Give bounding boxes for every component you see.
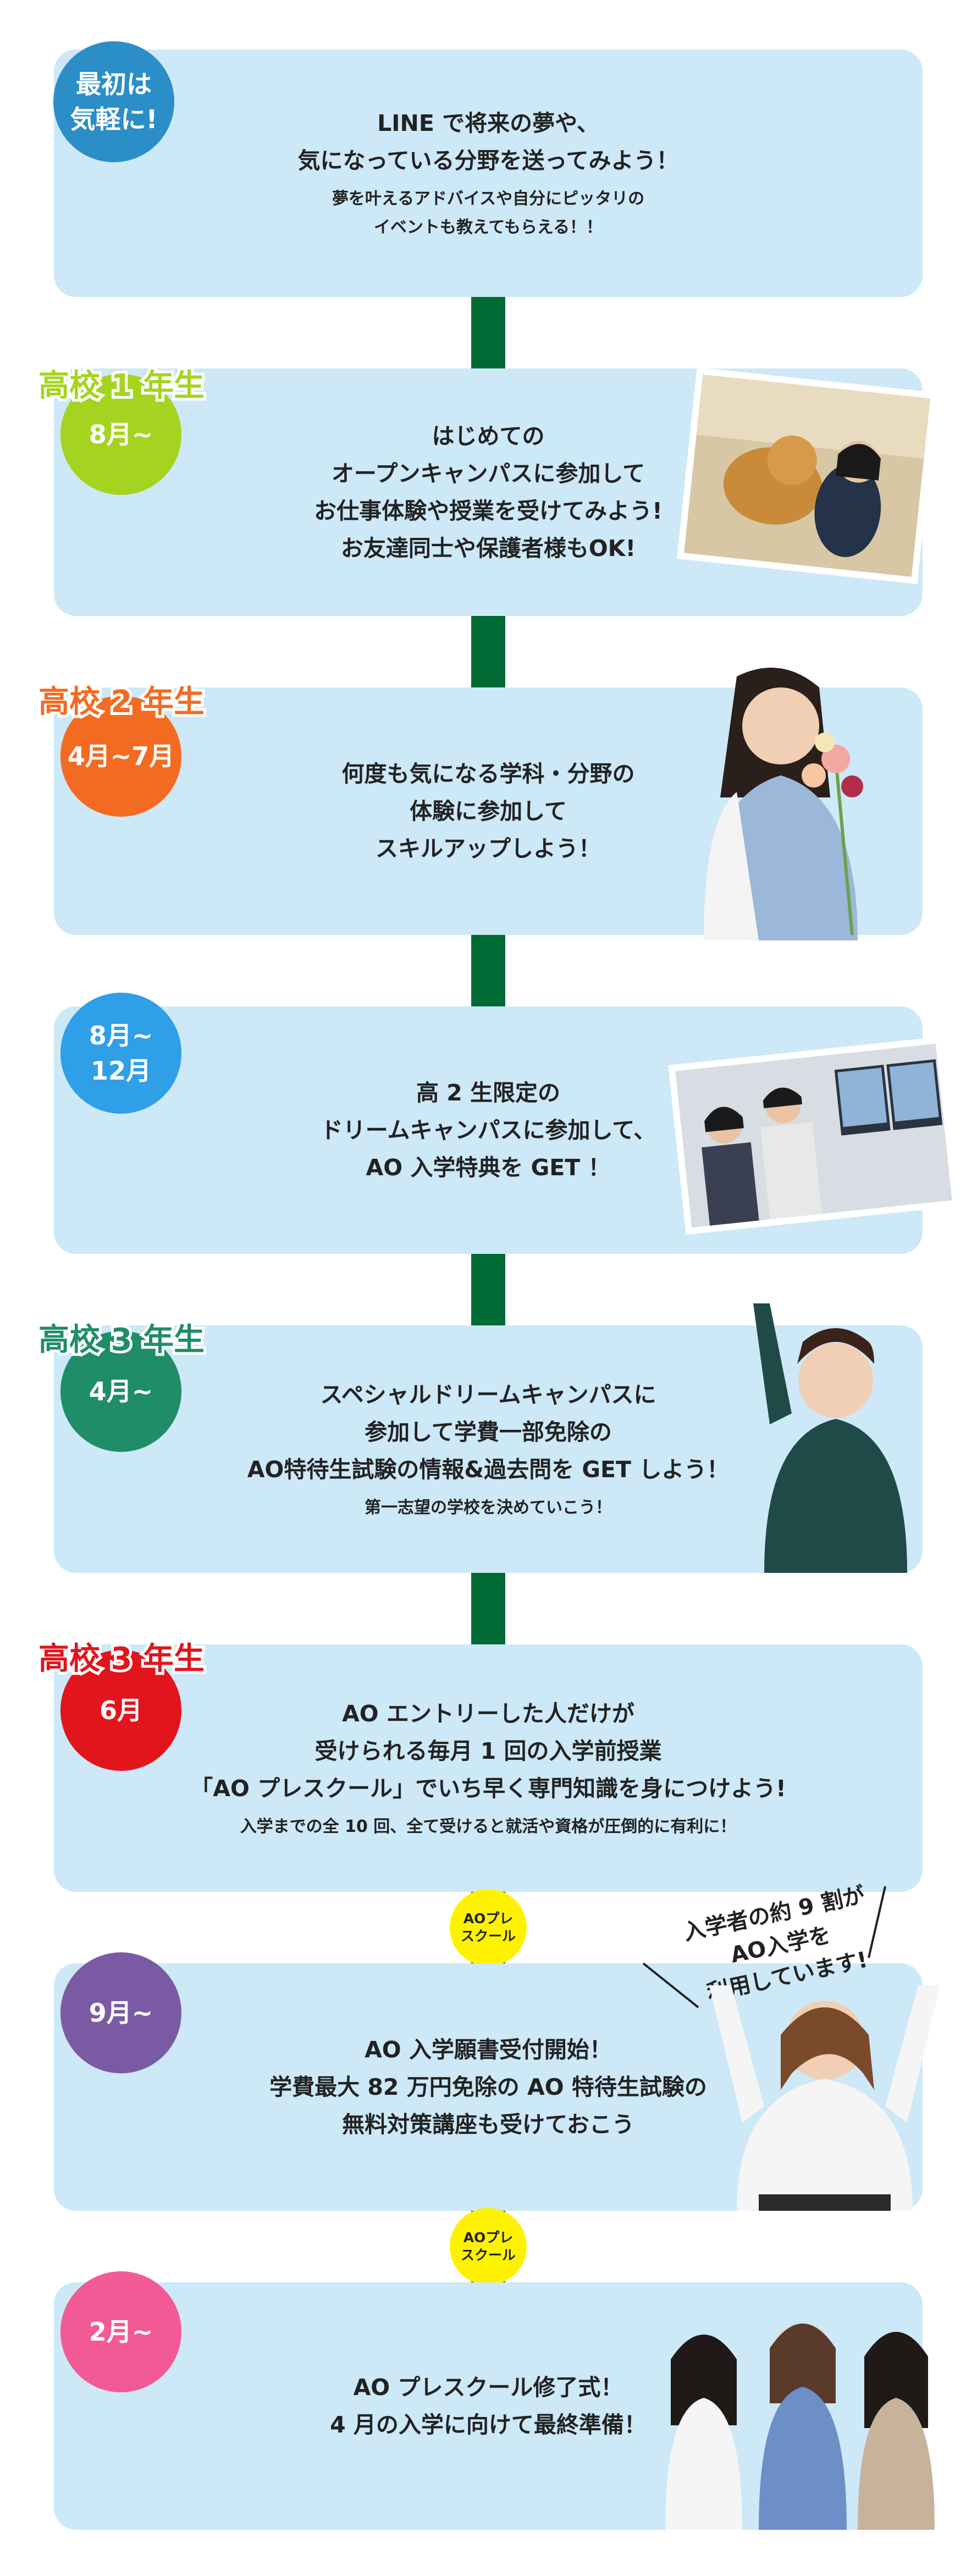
photo-computer-class	[668, 1036, 959, 1235]
grade-label: 高校 3 年生	[36, 1639, 207, 1680]
ao-preschool-badge: AOプレ スクール	[450, 1889, 527, 1966]
photo-three-students	[665, 2324, 935, 2530]
timeline-connector	[471, 1243, 505, 1339]
step-circle-1: 最初は 気軽に!	[53, 41, 174, 162]
photo-student-flowers	[704, 668, 863, 940]
card-main-text: はじめての オープンキャンパスに参加して お仕事体験や授業を受けてみよう! お友…	[314, 423, 663, 562]
step-circle-7: 9月~	[60, 1952, 181, 2073]
ao-preschool-badge: AOプレ スクール	[450, 2208, 527, 2285]
photo-student-arms-up	[709, 1985, 940, 2211]
photo-dog-student	[676, 367, 938, 585]
timeline-connector	[471, 1562, 505, 1658]
card-main-text: AO プレスクール修了式！ 4 月の入学に向けて最終準備！	[330, 2374, 647, 2438]
step-circle-5: 4月~	[60, 1331, 181, 1452]
grade-label: 高校 2 年生	[36, 682, 207, 723]
timeline-card-7: AO 入学願書受付開始！ 学費最大 82 万円免除の AO 特待生試験の 無料対…	[54, 1963, 923, 2211]
card-sub-text: 第一志望の学校を決めていこう！	[365, 1498, 612, 1517]
timeline-card-1: LINE で将来の夢や、 気になっている分野を送ってみよう！ 夢を叶えるアドバイ…	[54, 49, 923, 297]
card-main-text: AO 入学願書受付開始！ 学費最大 82 万円免除の AO 特待生試験の 無料対…	[269, 2036, 707, 2138]
grade-label: 高校 3 年生	[36, 1320, 207, 1361]
hand-drawn-lines	[642, 1886, 886, 2008]
card-sub-text: 夢を叶えるアドバイスや自分にピッタリの イベントも教えてもらえる！！	[332, 189, 645, 237]
step-circle-3: 4月~7月	[60, 696, 181, 817]
card-main-text: AO エントリーした人だけが 受けられる毎月 1 回の入学前授業 「AO プレス…	[190, 1700, 786, 1802]
timeline-connector	[471, 924, 505, 1020]
step-circle-2: 8月~	[60, 374, 181, 495]
step-circle-8: 2月~	[60, 2271, 181, 2392]
timeline-card-6: AO エントリーした人だけが 受けられる毎月 1 回の入学前授業 「AO プレス…	[54, 1644, 923, 1892]
step-circle-4: 8月~ 12月	[60, 993, 181, 1114]
photo-student-cheering	[753, 1303, 907, 1573]
card-main-text: 何度も気になる学科・分野の 体験に参加して スキルアップしよう！	[341, 761, 635, 862]
card-main-text: LINE で将来の夢や、 気になっている分野を送ってみよう！	[297, 110, 679, 174]
card-main-text: スペシャルドリームキャンパスに 参加して学費一部免除の AO特待生試験の情報&過…	[247, 1381, 730, 1483]
grade-label: 高校 1 年生	[36, 366, 207, 406]
card-sub-text: 入学までの全 10 回、全て受けると就活や資格が圧倒的に有利に！	[240, 1817, 737, 1836]
step-circle-6: 6月	[60, 1650, 181, 1771]
card-main-text: 高 2 生限定の ドリームキャンパスに参加して、 AO 入学特典を GET ！	[320, 1080, 656, 1181]
timeline-connector	[471, 605, 505, 701]
